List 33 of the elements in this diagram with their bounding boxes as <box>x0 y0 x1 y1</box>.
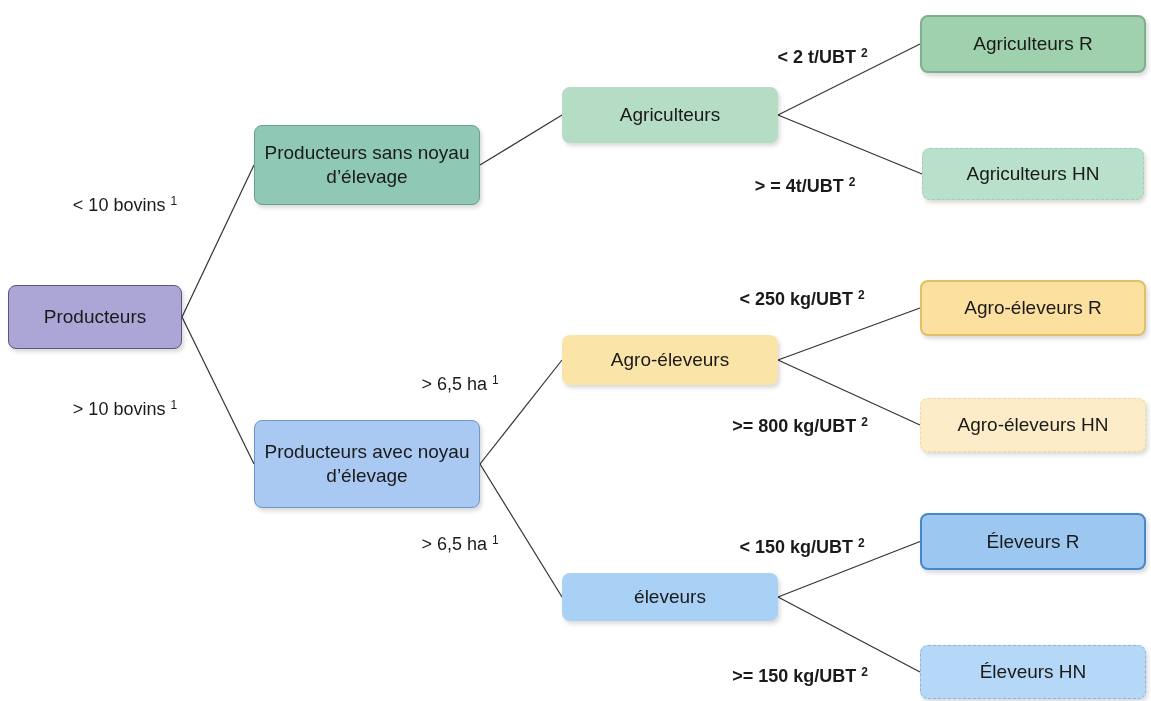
connector-line <box>479 114 563 166</box>
edge-label: > 6,5 ha $^{1}$ <box>420 532 500 556</box>
connector-line <box>181 316 255 465</box>
category-box: Agro-éleveurs HN <box>920 398 1146 452</box>
connector-line <box>777 307 921 361</box>
category-box: Producteurs <box>8 285 182 349</box>
edge-label: < 250 kg/UBT $^{2}$ <box>738 287 866 311</box>
connector-line <box>777 43 921 116</box>
edge-label: < 150 kg/UBT $^{2}$ <box>738 535 866 559</box>
category-box: Producteurs avec noyau d’élevage <box>254 420 480 508</box>
category-box: Agriculteurs HN <box>922 148 1144 200</box>
edge-label: > 10 bovins $^{1}$ <box>71 397 179 421</box>
connector-line <box>777 540 921 598</box>
edge-label: > = 4t/UBT $^{2}$ <box>753 174 857 198</box>
category-box: Éleveurs R <box>920 513 1146 570</box>
connector-line <box>479 463 563 598</box>
category-box: éleveurs <box>562 573 778 621</box>
connector-line <box>479 359 563 465</box>
category-box: Producteurs sans noyau d’élevage <box>254 125 480 205</box>
edge-label: >= 800 kg/UBT $^{2}$ <box>731 414 869 438</box>
connector-line <box>181 164 255 318</box>
connector-line <box>777 114 923 175</box>
connector-line <box>777 596 921 673</box>
category-box: Agro-éleveurs R <box>920 280 1146 336</box>
category-box: Éleveurs HN <box>920 645 1146 699</box>
edge-label: > 6,5 ha $^{1}$ <box>420 372 500 396</box>
edge-label: < 10 bovins $^{1}$ <box>71 193 179 217</box>
connector-line <box>777 359 921 426</box>
edge-label: >= 150 kg/UBT $^{2}$ <box>731 664 869 688</box>
category-box: Agriculteurs <box>562 87 778 143</box>
category-box: Agriculteurs R <box>920 15 1146 73</box>
category-box: Agro-éleveurs <box>562 335 778 385</box>
edge-label: < 2 t/UBT $^{2}$ <box>776 45 869 69</box>
